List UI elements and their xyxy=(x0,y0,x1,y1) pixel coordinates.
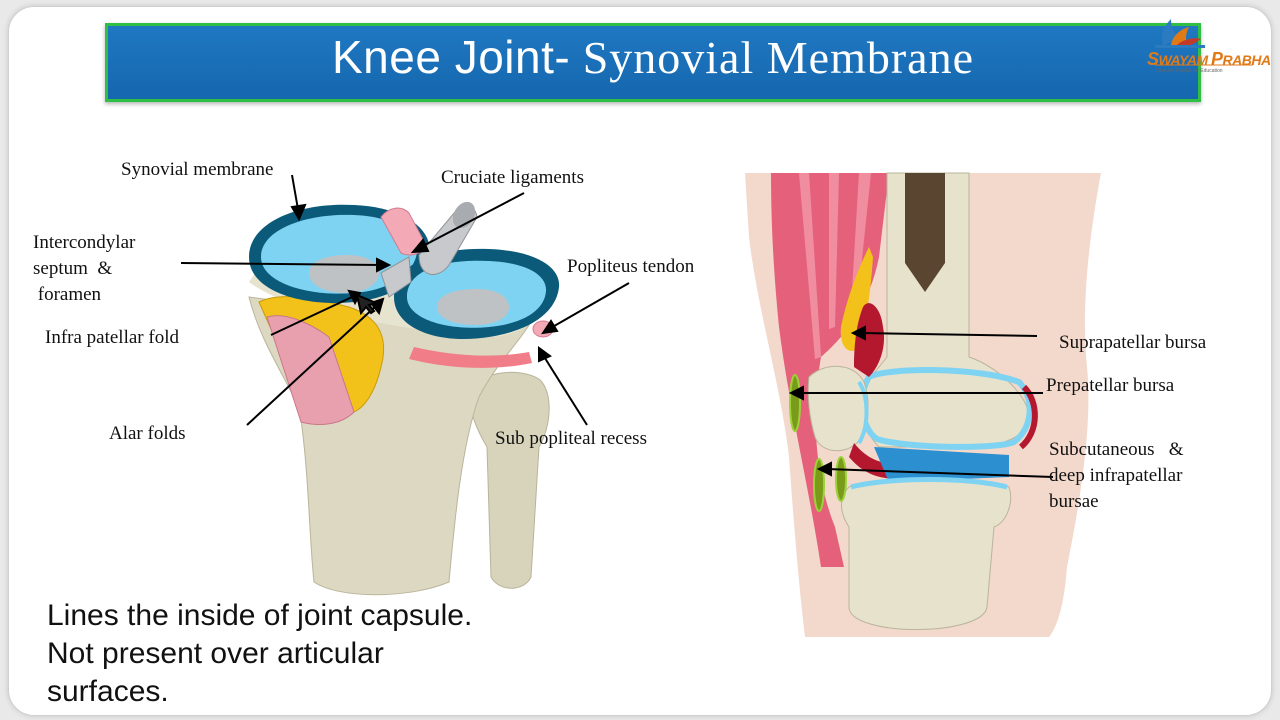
label-cruciate-ligaments: Cruciate ligaments xyxy=(441,165,584,191)
label-synovial-membrane: Synovial membrane xyxy=(121,157,274,183)
label-suprapatellar-bursa: Suprapatellar bursa xyxy=(1059,330,1206,356)
tibia-superior-view-illustration xyxy=(249,198,559,595)
description-line-3: surfaces. xyxy=(47,673,472,711)
description-text: Lines the inside of joint capsule. Not p… xyxy=(47,597,472,711)
label-infra-patellar-fold: Infra patellar fold xyxy=(45,325,179,351)
slide: Knee Joint- Synovial Membrane SWAYAM PRA… xyxy=(8,6,1272,716)
knee-sagittal-section-illustration xyxy=(745,173,1101,637)
description-line-2: Not present over articular xyxy=(47,635,472,673)
label-alar-folds: Alar folds xyxy=(109,421,186,447)
label-popliteus-tendon: Popliteus tendon xyxy=(567,254,694,280)
label-infrapatellar-bursae: Subcutaneous & deep infrapatellar bursae xyxy=(1049,437,1184,515)
description-line-1: Lines the inside of joint capsule. xyxy=(47,597,472,635)
label-intercondylar-septum: Intercondylar septum & foramen xyxy=(33,230,135,308)
label-sub-popliteal-recess: Sub popliteal recess xyxy=(495,426,647,452)
label-prepatellar-bursa: Prepatellar bursa xyxy=(1046,373,1174,399)
